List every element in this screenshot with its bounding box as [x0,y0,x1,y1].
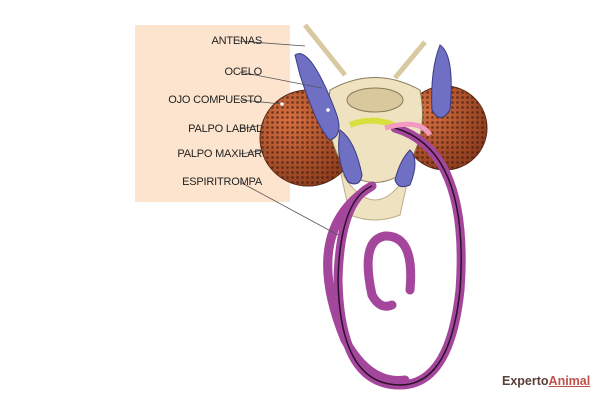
labial-palp-left [294,53,340,141]
label-espiritrompa: ESPIRITROMPA [182,176,262,188]
maxillary-palp-left [338,129,363,185]
leader-ojo-compuesto [239,99,283,105]
maxillary-palp-right [394,149,416,188]
logo-part1: Experto [502,374,549,388]
label-antenas: ANTENAS [211,35,262,47]
leader-palpo-maxilar [239,149,266,155]
leader-espiritrompa [239,181,339,236]
antenna-left [303,23,347,77]
leader-palpo-labial [239,124,264,130]
label-palpo-labial: PALPO LABIAL [188,123,262,135]
expertoanimal-logo: ExpertoAnimal [502,374,590,388]
logo-part2: Animal [548,374,591,388]
label-panel [135,25,290,202]
leader-ocelo [239,71,323,89]
leader-antenas [237,40,306,47]
label-ocelo: OCELO [224,66,262,78]
labial-palp-right [431,44,452,118]
antenna-right [393,40,427,80]
label-ojo-compuesto: OJO COMPUESTO [168,94,262,106]
label-palpo-maxilar: PALPO MAXILAR [177,148,262,160]
